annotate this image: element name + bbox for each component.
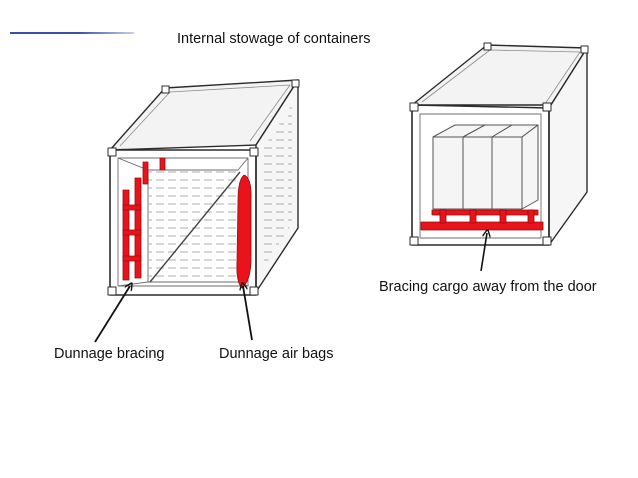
title-accent-line (10, 32, 134, 34)
door-bracing-pointer (480, 233, 487, 272)
right-container-illustration (409, 42, 589, 246)
slide-title: Internal stowage of containers (177, 31, 371, 47)
dunnage-bracing-highlight (122, 157, 166, 281)
left-container-illustration (107, 79, 300, 296)
dunnage-bracing-label: Dunnage bracing (54, 346, 165, 362)
dunnage-air-bag-highlight (236, 174, 252, 289)
air-bags-pointer (243, 286, 253, 341)
left-container-front-frame (109, 149, 257, 296)
door-bracing-highlight (420, 209, 544, 231)
right-container-front-frame (411, 104, 550, 246)
door-bracing-label: Bracing cargo away from the door (379, 279, 597, 295)
right-container-cargo (432, 124, 539, 210)
dunnage-air-bags-label: Dunnage air bags (219, 346, 334, 362)
dunnage-bracing-pointer (94, 286, 130, 343)
